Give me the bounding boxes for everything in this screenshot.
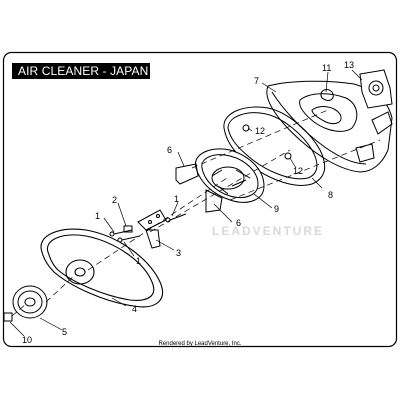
watermark: LEADVENTURE	[212, 224, 325, 238]
part-13-fitting	[359, 69, 393, 109]
callout-12-a: 12	[255, 126, 266, 136]
part-10-nut	[3, 312, 13, 322]
callout-1-a: 1	[95, 211, 101, 221]
callout-6-b: 6	[236, 218, 242, 228]
callout-8: 8	[328, 190, 334, 200]
callout-4: 4	[132, 304, 138, 314]
part-5-medallion	[12, 285, 48, 319]
callout-9: 9	[274, 204, 280, 214]
alignment-lines	[11, 109, 381, 317]
callout-1-b: 1	[136, 256, 142, 266]
diagram-title: AIR CLEANER - JAPAN	[18, 64, 149, 78]
part-11-12-hardware	[242, 89, 334, 160]
callout-7: 7	[254, 76, 260, 86]
part-1-screws	[109, 213, 187, 243]
callout-3: 3	[176, 248, 182, 258]
callout-1-c: 1	[174, 194, 180, 204]
callout-5: 5	[62, 327, 68, 337]
footer-credit: Rendered by LeadVenture, Inc.	[158, 341, 242, 347]
callout-11: 11	[322, 63, 332, 73]
callout-10: 10	[22, 335, 33, 345]
callout-12-b: 12	[293, 166, 304, 176]
callout-13: 13	[344, 60, 355, 70]
part-4-cover	[40, 228, 163, 308]
callout-2: 2	[112, 195, 118, 205]
diagram-border	[2, 51, 398, 348]
part-3-bracket	[137, 209, 167, 249]
callout-6-a: 6	[167, 145, 173, 155]
part-9-filter-element	[194, 148, 265, 203]
title-banner	[12, 63, 150, 79]
part-7-backplate	[266, 80, 393, 173]
leader-lines	[9, 69, 363, 337]
